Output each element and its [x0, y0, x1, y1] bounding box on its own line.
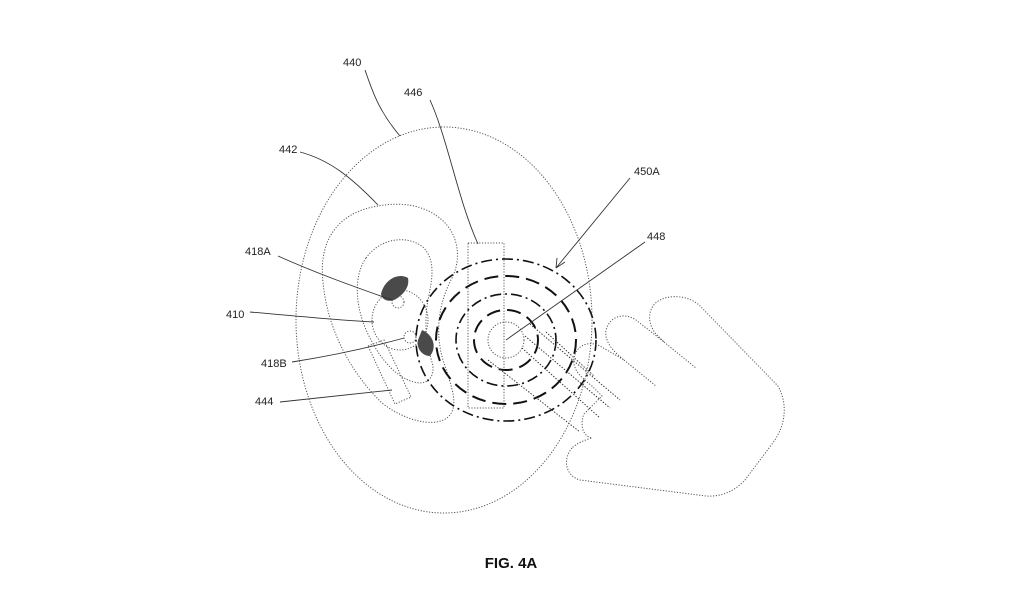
earbud-upper-shadow: [381, 276, 408, 301]
hand-finger-crease-1: [624, 360, 656, 386]
lead-450A: [556, 178, 630, 268]
figure-caption: FIG. 4A: [485, 555, 538, 572]
label-450A: 450A: [634, 166, 660, 178]
label-440: 440: [343, 57, 361, 69]
lead-418B: [292, 338, 404, 362]
label-446: 446: [404, 87, 422, 99]
lead-448: [506, 242, 645, 340]
earbud-stem: [368, 340, 411, 404]
lead-418A: [278, 256, 392, 300]
lead-446: [430, 100, 478, 244]
hand-outline: [566, 297, 784, 496]
label-444: 444: [255, 396, 273, 408]
label-418A: 418A: [245, 246, 271, 258]
leader-lines: [250, 70, 645, 402]
swipe-trails: [488, 324, 620, 432]
label-448: 448: [647, 231, 665, 243]
sensor-418A: [392, 296, 404, 308]
hand-finger-crease-2: [664, 342, 696, 368]
earbud-lower-shadow: [418, 330, 434, 356]
lead-440: [365, 70, 400, 136]
sensor-418B: [404, 331, 416, 343]
ear-outer-contour: [322, 204, 457, 422]
lead-410: [250, 312, 374, 322]
label-442: 442: [279, 144, 297, 156]
label-410: 410: [226, 309, 244, 321]
touch-region: [468, 243, 504, 408]
label-418B: 418B: [261, 358, 287, 370]
lead-442: [300, 152, 378, 205]
